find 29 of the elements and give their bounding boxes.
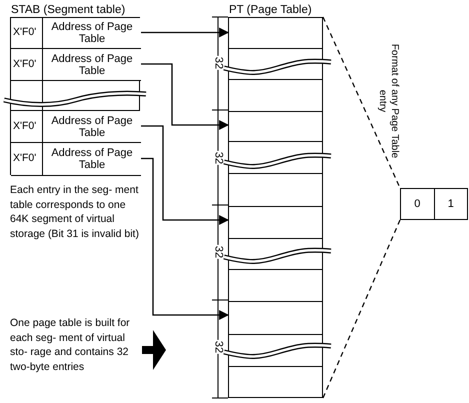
table-cell-text: Address of Page Table: [50, 52, 134, 78]
arrow: [140, 28, 229, 38]
table-cell: X'F0': [11, 111, 43, 142]
note-text: Each entry in the seg- ment table corresponds to one 64K segment of virtual storage (Bit 31 is invalid bit): [10, 183, 140, 241]
dimension-label: 32: [212, 340, 224, 354]
table-row: [11, 143, 141, 176]
table-cell: X'F0': [11, 49, 43, 80]
table-cell: 1: [434, 189, 467, 219]
table-row: [11, 49, 141, 81]
arrow: [140, 63, 229, 130]
table-cell-text: Address of Page Table: [50, 146, 134, 173]
table-cell: X'F0': [11, 18, 43, 48]
dimension-label: 32: [212, 244, 224, 260]
dimension-label: 32: [212, 150, 224, 166]
dashed-line: [322, 16, 401, 188]
arrow: [140, 125, 229, 225]
table-row: [11, 111, 141, 143]
arrow: [140, 158, 229, 320]
note-text: One page table is built for each seg- ment of virtual sto- rage and contains 32 two-byte entries: [10, 316, 131, 374]
rotated-caption: Format of any Page Table entry: [376, 42, 400, 160]
dashed-line: [322, 220, 401, 398]
table-cell-text: Address of Page Table: [50, 20, 134, 47]
table-title: STAB (Segment table): [11, 3, 126, 18]
table-cell: X'F0': [11, 143, 43, 175]
table-title: PT (Page Table): [229, 3, 312, 18]
table-row: [11, 18, 141, 49]
dimension-label: 32: [212, 56, 224, 70]
table-cell-text: 0: [413, 196, 422, 212]
table-cell-text: Address of Page Table: [50, 114, 134, 140]
